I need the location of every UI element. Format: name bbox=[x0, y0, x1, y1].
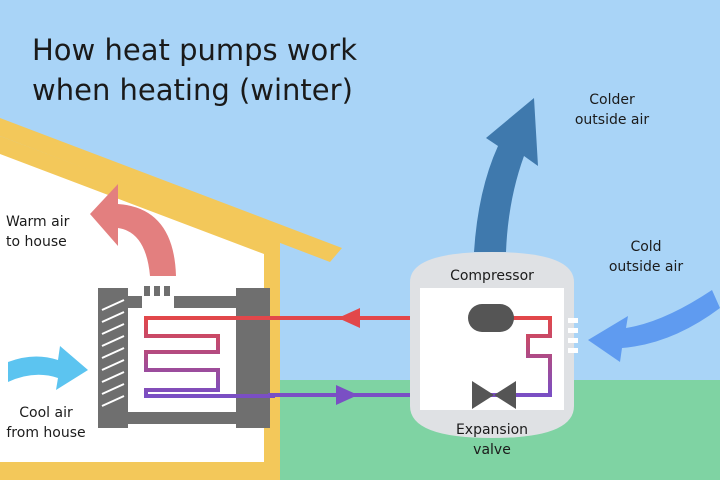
cool-air-arrow bbox=[8, 346, 88, 390]
indoor-coil-unit bbox=[98, 286, 275, 428]
colder-air-label-line-1: Colder bbox=[589, 92, 635, 108]
cold-line-arrowhead bbox=[336, 385, 358, 405]
cold-air-arrow bbox=[588, 290, 720, 362]
indoor-coil-pipe bbox=[144, 316, 275, 398]
diagram-title: How heat pumps work when heating (winter… bbox=[32, 30, 452, 110]
colder-air-label: Colder outside air bbox=[556, 90, 668, 130]
cold-air-label-line-2: outside air bbox=[608, 259, 684, 275]
expansion-valve-label: Expansion valve bbox=[432, 420, 552, 460]
cool-air-label: Cool air from house bbox=[0, 403, 92, 443]
warm-air-label-line-2: to house bbox=[6, 234, 67, 250]
outdoor-coil-pipe bbox=[470, 316, 552, 397]
warm-air-label-line-1: Warm air bbox=[6, 214, 70, 230]
colder-air-label-line-2: outside air bbox=[574, 112, 650, 128]
indoor-coil-frame bbox=[98, 412, 270, 424]
compressor-label: Compressor bbox=[450, 268, 534, 284]
expansion-valve-label-line-1: Expansion bbox=[455, 422, 529, 438]
indoor-coil-fins bbox=[101, 299, 125, 407]
outdoor-vent-slots bbox=[568, 318, 578, 353]
title-line-2: when heating (winter) bbox=[32, 73, 353, 107]
house-floor-line bbox=[0, 462, 280, 480]
cold-air-label-line-1: Cold bbox=[630, 239, 662, 255]
indoor-coil-frame bbox=[236, 288, 270, 428]
outdoor-unit bbox=[410, 252, 578, 438]
expansion-valve-label-line-2: valve bbox=[473, 442, 511, 458]
warm-air-label: Warm air to house bbox=[6, 212, 69, 252]
cool-air-label-line-1: Cool air bbox=[19, 405, 73, 421]
indoor-vent-slots bbox=[144, 286, 170, 296]
warm-air-arrow bbox=[90, 184, 176, 276]
hot-line-arrowhead bbox=[338, 308, 360, 328]
title-line-1: How heat pumps work bbox=[32, 33, 358, 67]
cold-air-label: Cold outside air bbox=[590, 237, 702, 277]
house-roof-outline bbox=[0, 118, 342, 262]
colder-air-arrow bbox=[474, 98, 538, 252]
indoor-coil-frame bbox=[174, 296, 244, 308]
cool-air-label-line-2: from house bbox=[6, 425, 86, 441]
house-wall-outline bbox=[0, 136, 280, 480]
expansion-valve-icon bbox=[472, 381, 516, 409]
compressor-icon bbox=[468, 304, 514, 332]
